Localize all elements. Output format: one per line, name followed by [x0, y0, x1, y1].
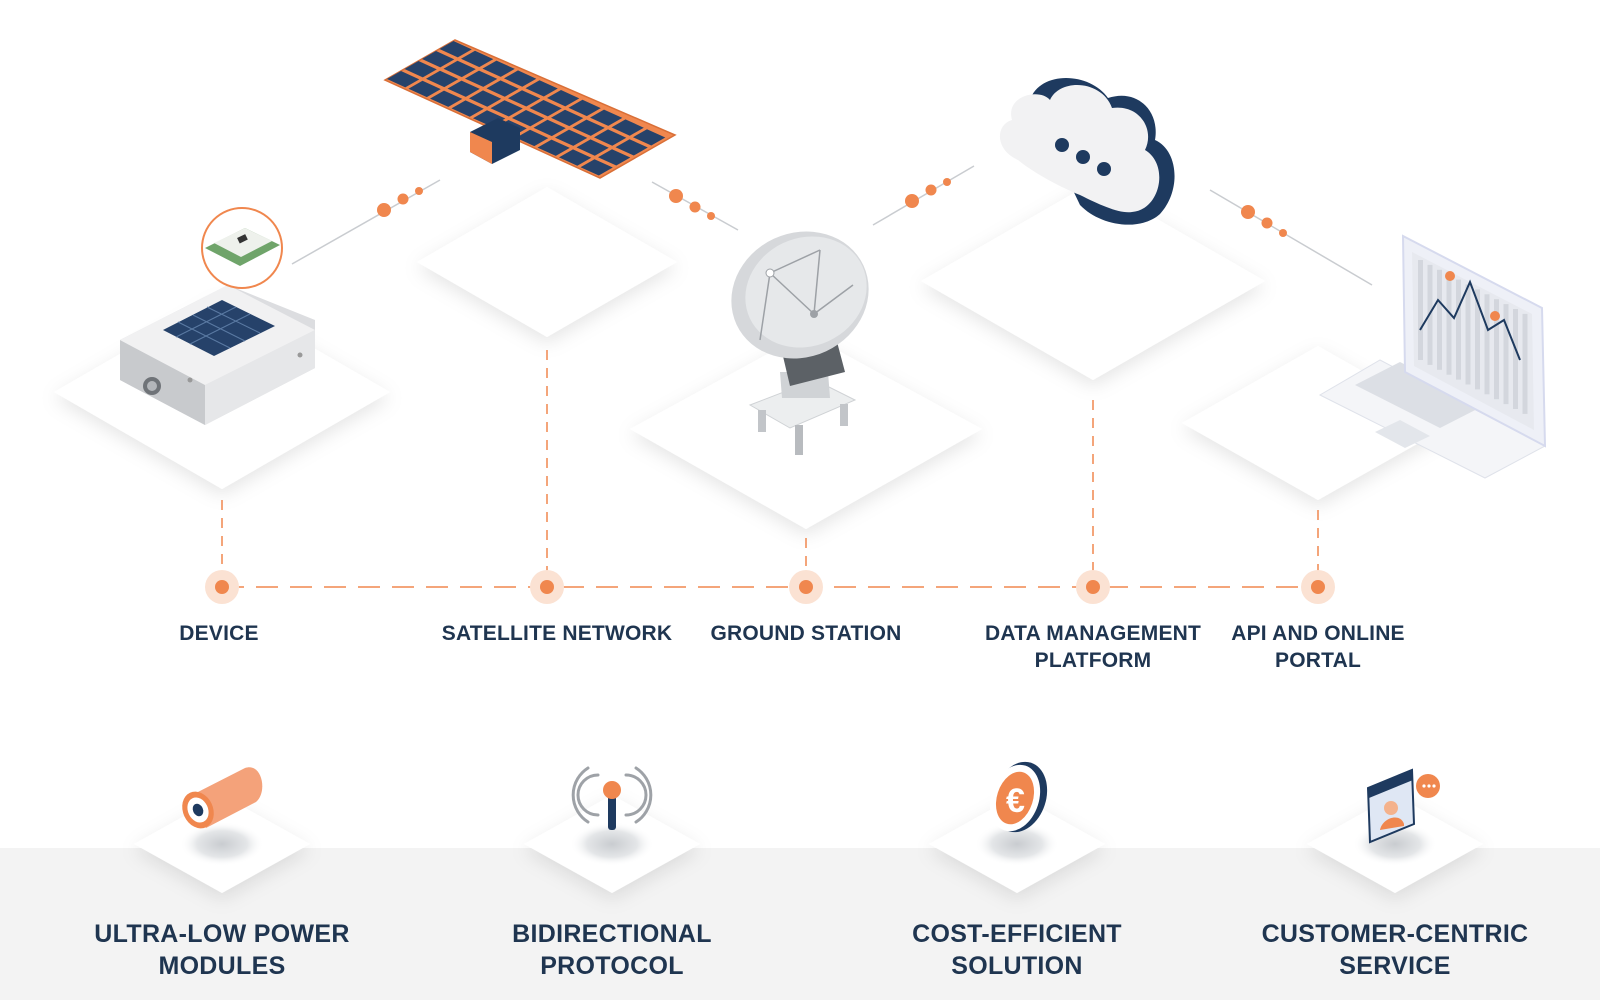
screen-bar	[1494, 299, 1499, 400]
solar-cell	[615, 139, 648, 156]
antenna-icon	[571, 766, 653, 824]
battery-icon	[182, 767, 263, 829]
solar-cell	[404, 61, 437, 78]
step-label-api-online-portal: API AND ONLINE PORTAL	[1231, 622, 1405, 672]
step-label-ground-station: GROUND STATION	[710, 622, 902, 645]
solar-cell	[443, 60, 476, 78]
timeline-node-device	[205, 570, 239, 604]
timeline-node-satellite	[530, 570, 564, 604]
solar-cell	[469, 90, 502, 107]
bottom-band	[0, 848, 1600, 1000]
screen-bar	[1475, 289, 1480, 390]
screen-bar	[1513, 309, 1518, 409]
timeline-node-portal	[1301, 570, 1335, 604]
feature-label-ultra-low-power: ULTRA-LOW POWER MODULES	[94, 920, 350, 980]
connector-cloud-laptop	[1209, 189, 1373, 286]
timeline-node-platform	[1076, 570, 1110, 604]
solar-cell	[430, 90, 463, 107]
solar-cell	[465, 70, 498, 87]
solar-cell	[439, 41, 472, 58]
screen-bar	[1446, 274, 1452, 375]
cloud-icon	[999, 78, 1175, 225]
solar-cell	[447, 80, 480, 97]
screen-bar	[1437, 269, 1442, 370]
solar-cell	[525, 80, 558, 97]
screen-bar	[1503, 304, 1509, 405]
solar-cell	[504, 70, 537, 87]
step-label-data-management-platform: DATA MANAGEMENT PLATFORM	[984, 622, 1202, 672]
solar-cell	[594, 129, 627, 146]
solar-cell	[572, 119, 605, 136]
solar-cell	[547, 90, 580, 107]
solar-device-icon	[120, 285, 315, 425]
screen-bar	[1522, 313, 1528, 414]
feature-label-cost-efficient: COST-EFFICIENT SOLUTION	[912, 920, 1122, 980]
solar-cell	[537, 139, 570, 156]
feature-label-customer-centric: CUSTOMER-CENTRIC SERVICE	[1261, 920, 1529, 980]
euro-sign: €	[1006, 782, 1025, 820]
satellite-dish-icon	[731, 231, 869, 455]
step-label-satellite-network: SATELLITE NETWORK	[441, 622, 673, 645]
support-agent-icon	[1366, 768, 1440, 844]
solar-cell	[590, 109, 623, 126]
solar-cell	[633, 129, 666, 146]
feature-label-bidirectional: BIDIRECTIONAL PROTOCOL	[512, 920, 712, 980]
solar-cell	[559, 149, 592, 166]
screen-bar	[1484, 294, 1490, 395]
connector-ground-cloud	[872, 165, 975, 226]
timeline-node-ground	[789, 570, 823, 604]
solar-cell	[576, 139, 609, 156]
module-badge-icon	[201, 207, 283, 289]
ground-station-tile	[630, 333, 982, 529]
solar-cell	[512, 110, 545, 127]
solar-cell	[555, 129, 588, 146]
satellite-tile	[417, 187, 677, 337]
screen-bar	[1465, 284, 1471, 385]
solar-cell	[529, 100, 562, 117]
vertical-dashes	[221, 350, 1319, 572]
solar-cell	[580, 159, 613, 176]
satellite-icon	[383, 39, 677, 179]
solar-cell	[387, 71, 420, 88]
solar-cell	[598, 149, 631, 166]
laptop-icon	[1318, 234, 1547, 479]
solar-cell	[568, 99, 601, 117]
solar-cell	[508, 90, 541, 107]
euro-coin-icon: €	[989, 761, 1048, 833]
solar-cell	[482, 60, 515, 77]
solar-cell	[461, 50, 494, 68]
screen-bar	[1456, 279, 1461, 380]
solar-cell	[422, 51, 455, 68]
solar-cell	[516, 129, 549, 147]
solar-cell	[408, 80, 441, 98]
feature-tiles	[134, 795, 1483, 893]
solar-cell	[451, 100, 484, 117]
platform-tile	[921, 182, 1265, 380]
signal-dots	[377, 178, 1287, 237]
solar-cell	[533, 119, 566, 137]
screen-bar	[1418, 260, 1423, 360]
timeline-nodes	[205, 570, 1335, 604]
solar-cell	[611, 119, 644, 136]
solar-cell	[486, 80, 519, 97]
solar-cell	[490, 100, 523, 117]
solar-cell	[551, 109, 584, 127]
connector-device-satellite	[291, 179, 441, 265]
step-label-device: DEVICE	[179, 622, 259, 645]
solar-cell	[426, 70, 459, 88]
